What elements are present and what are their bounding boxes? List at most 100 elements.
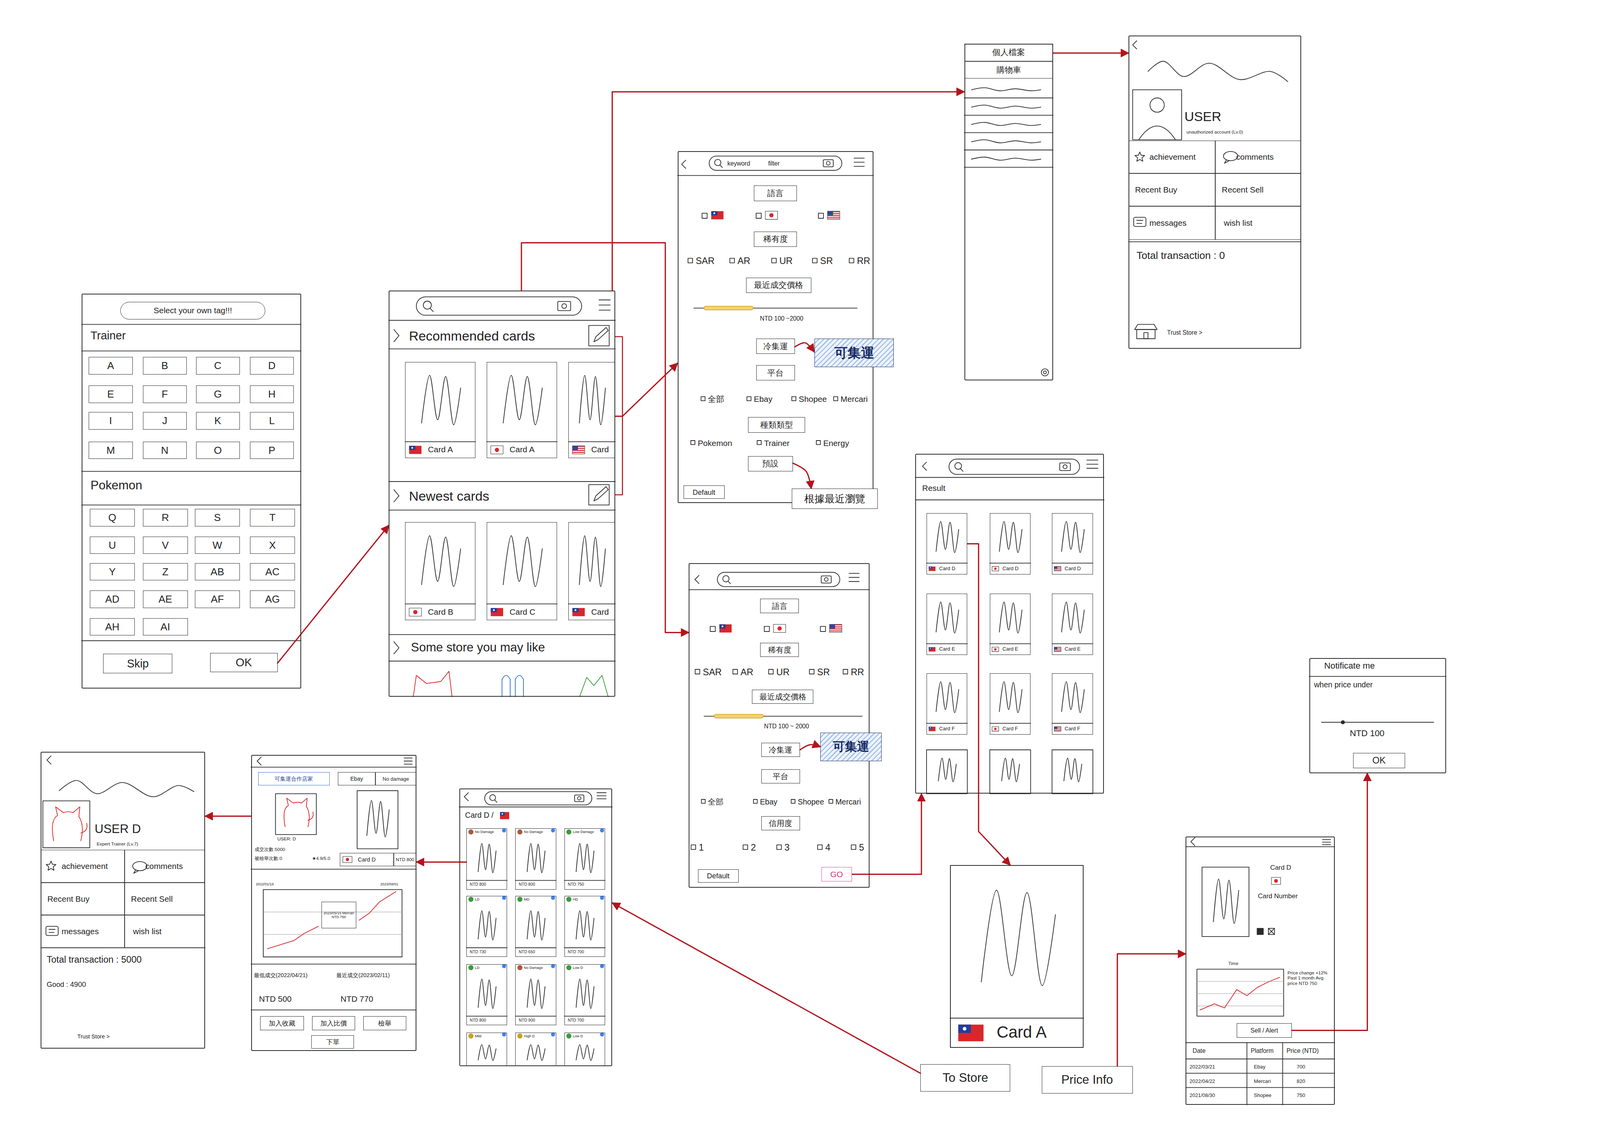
divider-line bbox=[81, 350, 302, 352]
table-line bbox=[1185, 1087, 1335, 1089]
card-thumbnail: Card F bbox=[926, 673, 968, 735]
tag-button: F bbox=[142, 385, 187, 403]
button-label: B bbox=[161, 359, 168, 372]
menu-drawer: 個人檔案購物車 bbox=[964, 43, 1054, 381]
button: 語言 bbox=[760, 598, 799, 614]
listing-tile: High D bbox=[515, 1032, 556, 1067]
screen-text: Total transaction : 0 bbox=[1136, 249, 1225, 262]
result-screen: ResultCard DCard DCard DCard ECard ECard… bbox=[915, 453, 1104, 794]
card-art-scribble bbox=[478, 843, 497, 874]
card-name: Card B bbox=[428, 607, 454, 617]
card-name: Card A bbox=[509, 444, 535, 455]
screen-text: 3 bbox=[784, 842, 790, 854]
cell-label: achievement bbox=[61, 861, 108, 872]
tag-button: S bbox=[194, 508, 240, 527]
button: 預設 bbox=[748, 456, 793, 472]
button-label: 冷集運 bbox=[768, 745, 793, 755]
label-strip bbox=[568, 441, 616, 443]
flag-icon bbox=[777, 626, 782, 631]
flag-icon bbox=[572, 451, 585, 454]
button-label: 可集運 bbox=[834, 345, 875, 361]
flag-icon bbox=[408, 446, 416, 450]
divider-line bbox=[251, 1009, 417, 1011]
message-icon bbox=[1136, 223, 1142, 224]
flag-icon bbox=[1054, 647, 1058, 650]
flag-icon bbox=[342, 856, 353, 863]
message-icon bbox=[1136, 219, 1143, 221]
divider-line bbox=[388, 660, 616, 662]
screen-text: 820 bbox=[1296, 1078, 1306, 1085]
screen-text: 2022/01/18 bbox=[255, 882, 274, 887]
screen-text: 750 bbox=[1296, 1092, 1306, 1099]
tag-button: O bbox=[196, 441, 240, 459]
screen-text: Trust Store > bbox=[77, 1033, 110, 1041]
flow-arrow bbox=[416, 861, 467, 863]
screen-text: 成交次數:5000 bbox=[254, 846, 285, 853]
tag-button: AE bbox=[142, 590, 188, 608]
favorite-dot bbox=[600, 1032, 604, 1037]
button-label: Select your own tag!!! bbox=[153, 305, 233, 316]
button-label: AG bbox=[265, 593, 281, 606]
card-art-scribble bbox=[526, 910, 545, 941]
listing-detail-screen: USER: D成交次數:5000被檢舉次數:0★4.9/5.02022/01/1… bbox=[251, 755, 417, 1052]
avatar-frame bbox=[42, 801, 90, 849]
flow-arrow bbox=[851, 793, 922, 875]
divider-line bbox=[251, 766, 417, 768]
button-label: 加入收藏 bbox=[268, 1019, 296, 1028]
button-label: 預設 bbox=[762, 458, 779, 469]
screen-text: 被檢舉次數:0 bbox=[254, 855, 283, 862]
screen-text: 700 bbox=[1296, 1064, 1306, 1070]
favorite-dot bbox=[551, 896, 556, 900]
chart-grid bbox=[263, 934, 402, 935]
camera-icon bbox=[823, 159, 834, 167]
button-label: V bbox=[161, 539, 169, 552]
card-art-scribble bbox=[579, 535, 606, 587]
search-icon bbox=[960, 468, 964, 472]
menu-icon bbox=[1322, 839, 1331, 841]
card-thumbnail: Card A bbox=[405, 362, 476, 459]
flag-icon bbox=[928, 726, 933, 730]
back-icon bbox=[681, 160, 686, 169]
flag-icon bbox=[992, 647, 999, 652]
flag-icon bbox=[494, 448, 500, 453]
menu-icon bbox=[853, 161, 865, 163]
flag-icon bbox=[1054, 650, 1061, 652]
button: GO bbox=[821, 867, 852, 882]
button: 檢舉 bbox=[363, 1016, 407, 1031]
search-icon bbox=[728, 581, 731, 584]
divider-line bbox=[1185, 846, 1335, 848]
price-screen: Card DCard NumberTimePrice change +12% P… bbox=[1185, 836, 1335, 1106]
screen-text: 2023/08/01 bbox=[380, 882, 399, 887]
card-thumbnail: Card D bbox=[1051, 513, 1093, 575]
screen-text: Mercari bbox=[840, 394, 868, 404]
card-thumbnail: Card E bbox=[1051, 593, 1093, 656]
menu-icon bbox=[596, 795, 607, 797]
button-label: 下單 bbox=[326, 1038, 340, 1047]
back-icon bbox=[922, 462, 927, 471]
flag-icon bbox=[572, 608, 585, 617]
flag-icon bbox=[1271, 877, 1281, 885]
camera-icon bbox=[577, 796, 581, 801]
cat-avatar bbox=[52, 807, 88, 842]
button-label: X bbox=[269, 539, 276, 552]
checkbox bbox=[768, 669, 774, 675]
listing-text: No Damage bbox=[523, 966, 543, 971]
button: 最近成交價格 bbox=[751, 689, 814, 705]
flag-icon bbox=[769, 213, 774, 218]
comment-icon bbox=[132, 861, 148, 872]
table-line bbox=[1185, 1058, 1335, 1060]
store-icon bbox=[1136, 329, 1156, 340]
card-thumbnail: Card A bbox=[486, 362, 558, 459]
price-chart bbox=[263, 889, 402, 958]
screen-text: RR bbox=[850, 667, 865, 678]
flag-icon bbox=[490, 446, 504, 455]
label-strip bbox=[989, 562, 1031, 564]
store-thumbnail bbox=[579, 675, 609, 697]
favorite-dot bbox=[501, 964, 506, 969]
screen-text: 2022/04/22 bbox=[1189, 1078, 1215, 1085]
menu-icon bbox=[853, 166, 865, 167]
listing-tile: No DamageNTD 800 bbox=[515, 828, 556, 890]
checkbox bbox=[809, 669, 815, 675]
